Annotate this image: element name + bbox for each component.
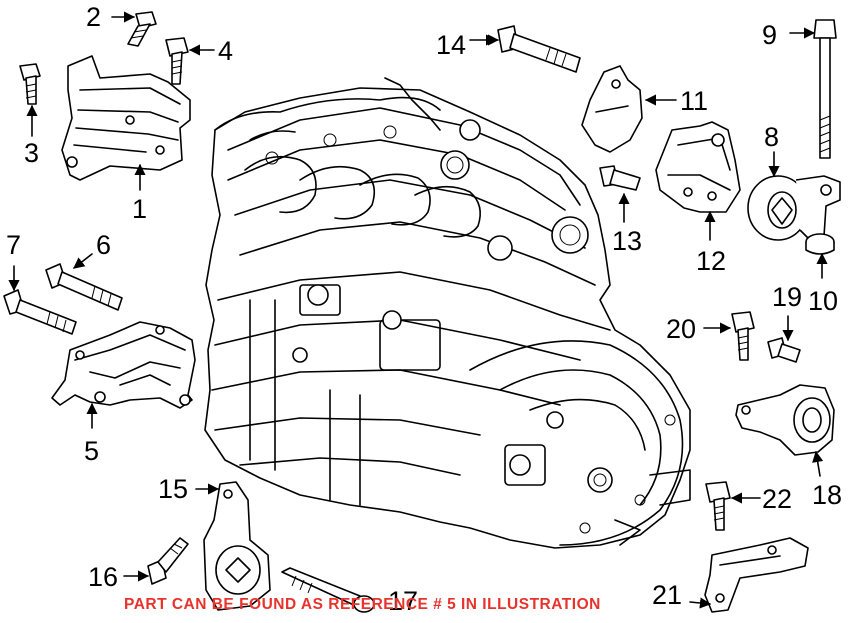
callout-22: 22 — [762, 484, 792, 514]
callout-17: 17 — [388, 586, 418, 616]
callout-13: 13 — [612, 226, 642, 256]
callout-16: 16 — [88, 562, 118, 592]
part-1-engine-mount-upper — [61, 55, 191, 181]
callout-1: 1 — [132, 194, 147, 224]
callout-5: 5 — [84, 436, 99, 466]
callout-21: 21 — [652, 580, 682, 610]
callout-numbers: 2 3 4 1 7 6 5 14 11 9 8 13 12 10 19 20 1… — [6, 2, 842, 616]
part-11-heat-shield-plate — [581, 65, 643, 153]
callout-20: 20 — [666, 314, 696, 344]
part-8-bushing-mount — [747, 175, 841, 241]
callout-19: 19 — [772, 282, 802, 312]
part-19-bolt — [767, 337, 801, 363]
callout-11: 11 — [680, 86, 708, 116]
callout-8: 8 — [764, 122, 779, 152]
callout-2: 2 — [86, 2, 101, 32]
part-21-bracket — [704, 537, 809, 613]
part-10-nut — [805, 233, 835, 255]
callout-4: 4 — [218, 36, 233, 66]
callout-7: 7 — [6, 230, 21, 260]
callout-9: 9 — [762, 20, 777, 50]
callout-6: 6 — [96, 230, 111, 260]
part-17-bolt — [281, 567, 375, 613]
part-14-bolt — [497, 25, 581, 73]
part-9-long-bolt — [813, 19, 837, 159]
part-13-bolt — [599, 165, 641, 191]
callout-12: 12 — [696, 246, 726, 276]
part-16-bolt — [147, 537, 189, 585]
part-20-bolt — [731, 311, 755, 361]
part-5-mount-bracket — [51, 321, 196, 409]
part-22-bolt — [705, 481, 731, 531]
reference-caption: PART CAN BE FOUND AS REFERENCE # 5 IN IL… — [124, 596, 601, 613]
callout-leaders — [8, 11, 828, 609]
callout-18: 18 — [812, 480, 842, 510]
engine-transmission-assembly — [204, 77, 691, 549]
part-2-bolt — [127, 11, 157, 47]
part-4-bolt — [165, 37, 189, 85]
part-3-bolt — [19, 63, 41, 105]
callout-10: 10 — [808, 286, 838, 316]
part-15-lower-mount — [203, 481, 271, 611]
part-7-bolt — [3, 289, 77, 335]
callout-15: 15 — [158, 474, 188, 504]
callout-14: 14 — [436, 30, 466, 60]
part-18-engine-mount — [735, 384, 835, 456]
callout-3: 3 — [24, 138, 39, 168]
part-6-bolt — [45, 263, 123, 311]
part-12-transmission-mount — [655, 121, 741, 213]
